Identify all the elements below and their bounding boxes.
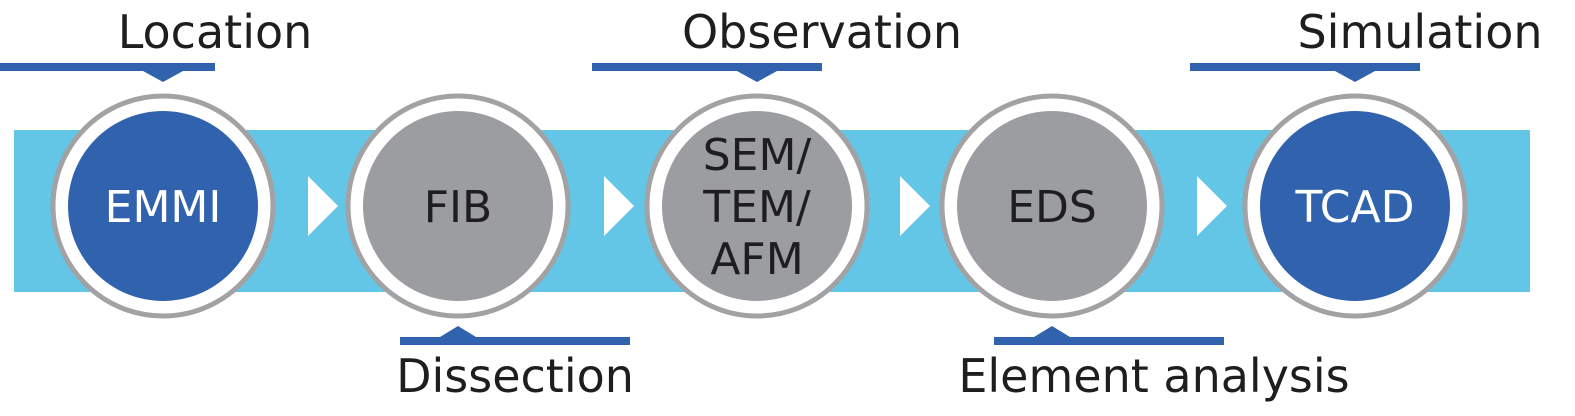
step-label: Element analysis bbox=[958, 349, 1349, 403]
step-name: AFM bbox=[710, 234, 803, 285]
step-label: Dissection bbox=[396, 349, 634, 403]
arrow-icon bbox=[308, 176, 338, 236]
step-name: EMMI bbox=[105, 182, 222, 233]
step-name: FIB bbox=[424, 182, 492, 233]
arrow-icon bbox=[604, 176, 634, 236]
step-circle bbox=[1260, 111, 1450, 301]
step-name: SEM/ bbox=[703, 130, 812, 181]
step-0: EMMI Location bbox=[0, 5, 313, 319]
label-pointer bbox=[0, 63, 215, 82]
step-1: FIB Dissection bbox=[345, 93, 634, 403]
label-pointer bbox=[400, 326, 630, 345]
step-4: TCAD Simulation bbox=[1190, 5, 1543, 319]
arrow-icon bbox=[900, 176, 930, 236]
step-2: SEM/TEM/AFM Observation bbox=[592, 5, 962, 319]
step-name: EDS bbox=[1007, 182, 1097, 233]
label-pointer bbox=[994, 326, 1224, 345]
step-circle bbox=[957, 111, 1147, 301]
step-label: Observation bbox=[682, 5, 962, 59]
step-name: TCAD bbox=[1294, 182, 1414, 233]
step-circle bbox=[363, 111, 553, 301]
step-label: Simulation bbox=[1297, 5, 1542, 59]
step-circle bbox=[68, 111, 258, 301]
step-circle bbox=[662, 111, 852, 301]
step-label: Location bbox=[118, 5, 313, 59]
step-3: EDS Element analysis bbox=[939, 93, 1350, 403]
step-name: TEM/ bbox=[702, 182, 811, 233]
arrow-icon bbox=[1197, 176, 1227, 236]
label-pointer bbox=[592, 63, 822, 82]
label-pointer bbox=[1190, 63, 1420, 82]
